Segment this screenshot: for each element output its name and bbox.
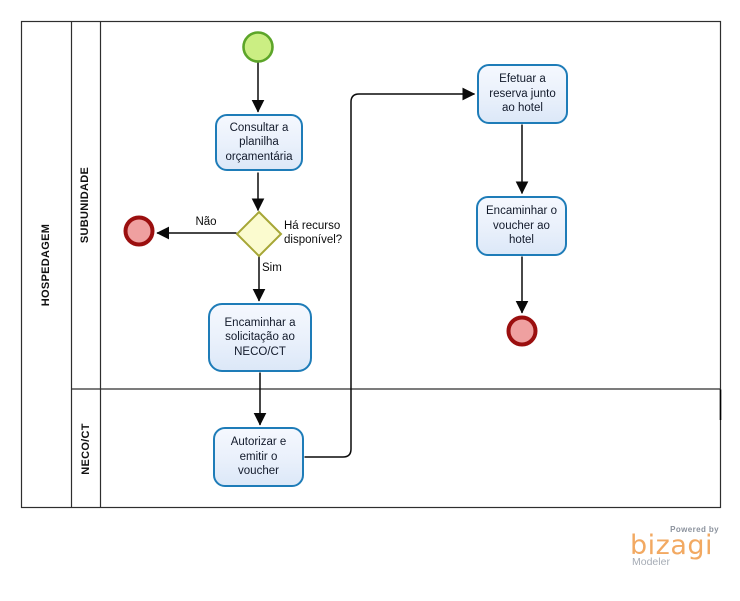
pool-frame: [20, 20, 722, 509]
bizagi-logo: bizagi: [630, 530, 713, 561]
pool-hospedagem: HOSPEDAGEM: [21, 21, 71, 508]
exclusive-gateway[interactable]: [235, 210, 283, 258]
pool-border: [20, 20, 722, 509]
powered-by-text: Powered by: [670, 525, 719, 534]
task-encaminhar-voucher[interactable]: Encaminhar o voucher ao hotel: [476, 196, 567, 256]
task-autorizar-emitir-voucher[interactable]: Autorizar e emitir o voucher: [213, 427, 304, 487]
lane-neco-ct: NECO/CT: [71, 389, 100, 508]
gateway-question-label: Há recurso disponível?: [284, 220, 343, 246]
bizagi-branding: Powered by bizagi Modeler: [630, 525, 722, 568]
lane-label-neco-ct: NECO/CT: [79, 422, 92, 475]
lane-label-subunidade: SUBUNIDADE: [79, 166, 92, 244]
task-efetuar-reserva[interactable]: Efetuar a reserva junto ao hotel: [477, 64, 568, 124]
end-event-final[interactable]: [506, 315, 538, 347]
task-consultar-planilha[interactable]: Consultar a planilha orçamentária: [215, 114, 303, 171]
flow-label-nao: Não: [195, 216, 217, 228]
flow-autorizar-to-efetuar: [304, 87, 476, 458]
start-event[interactable]: [242, 31, 274, 63]
modeler-text: Modeler: [632, 556, 670, 568]
pool-label: HOSPEDAGEM: [40, 223, 52, 306]
task-encaminhar-solicitacao[interactable]: Encaminhar a solicitação ao NECO/CT: [208, 303, 312, 372]
sequence-flows: [156, 62, 529, 458]
end-event-nao[interactable]: [123, 215, 155, 247]
flow-label-sim: Sim: [262, 262, 282, 274]
lane-subunidade: SUBUNIDADE: [71, 21, 100, 389]
